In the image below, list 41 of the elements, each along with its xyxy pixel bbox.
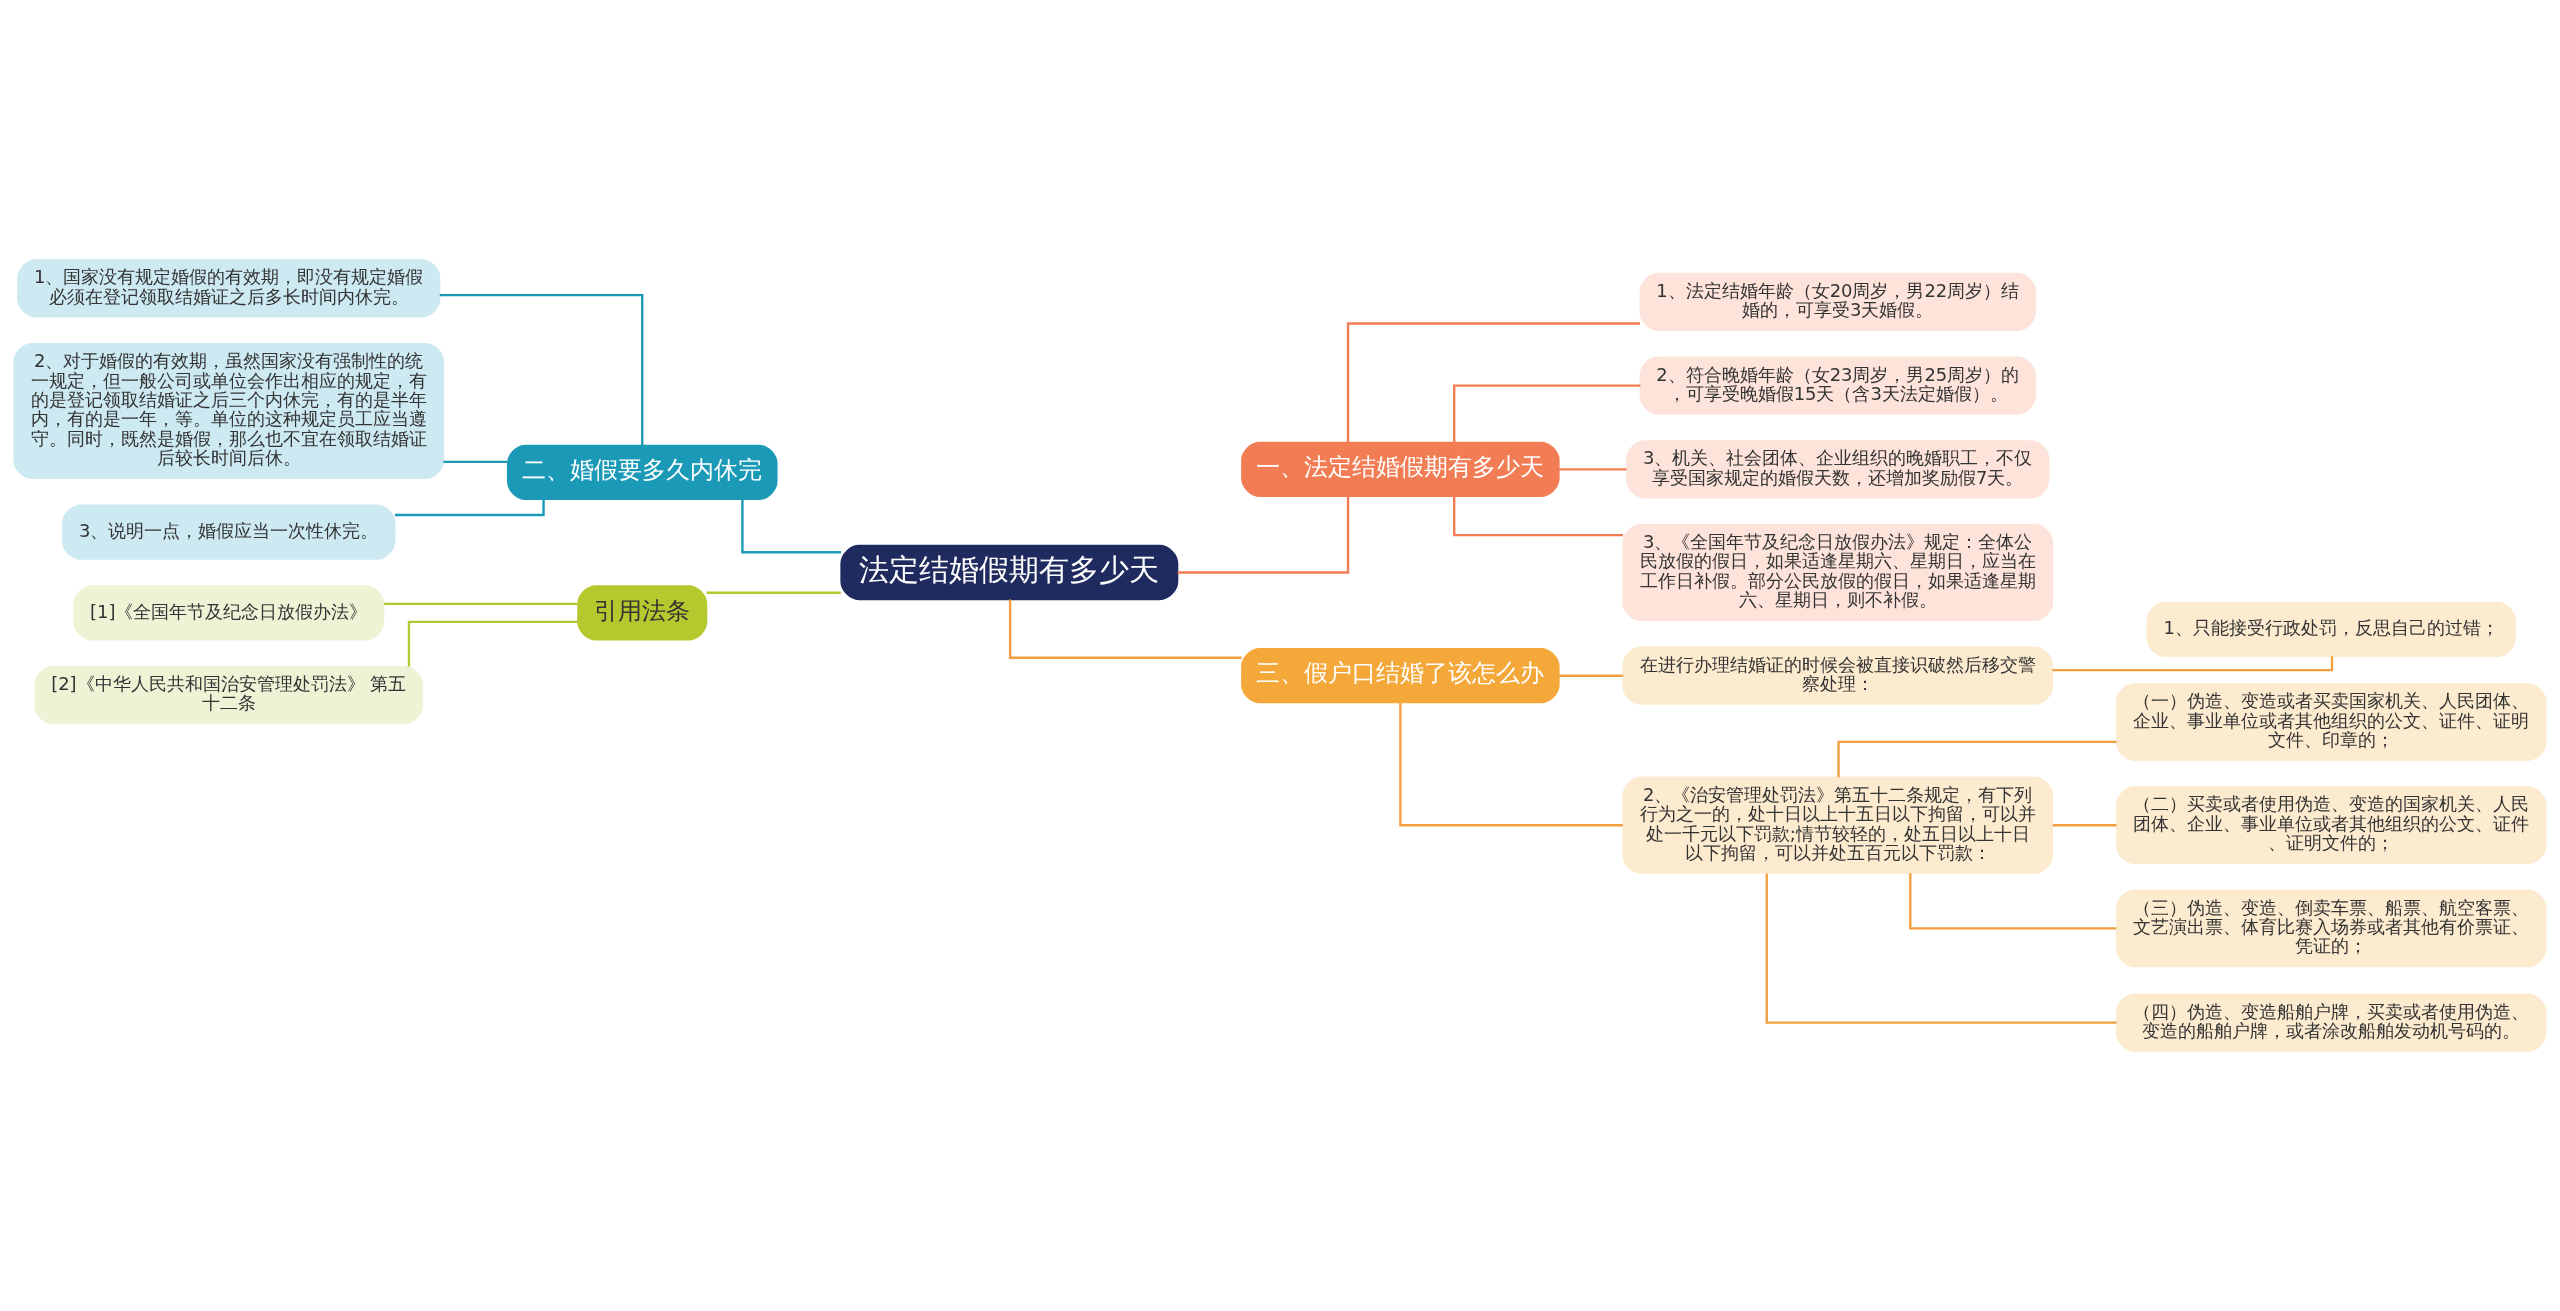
connector	[706, 591, 841, 594]
node-box: 引用法条	[577, 585, 708, 641]
connector	[1453, 384, 1641, 443]
connector	[1909, 873, 2117, 930]
node-box: 3、说明一点，婚假应当一次性休完。	[62, 504, 396, 560]
connector	[439, 293, 644, 445]
node-box: 在进行办理结婚证的时候会被直接识破然后移交警察处理：	[1622, 646, 2054, 705]
connector	[1837, 740, 2117, 778]
connector	[1558, 468, 1627, 471]
connector	[1765, 873, 2117, 1024]
connector	[1008, 599, 1242, 659]
node-box: （四）伪造、变造船舶户牌，买卖或者使用伪造、变造的船舶户牌，或者涂改船舶发动机号码的。	[2115, 993, 2547, 1052]
node-box: 2、《治安管理处罚法》第五十二条规定，有下列行为之一的，处十日以上十五日以下拘留，可以并处一千元以下罚款;情节较轻的，处五日以上十日以下拘留，可以并处五百元以下罚款：	[1622, 776, 2054, 874]
connector	[2052, 656, 2334, 672]
node-box: （三）伪造、变造、倒卖车票、船票、航空客票、文艺演出票、体育比赛入场券或者其他有价票证、凭证的；	[2115, 889, 2547, 968]
node-box: 3、《全国年节及纪念日放假办法》规定：全体公民放假的假日，如果适逢星期六、星期日，应当在工作日补假。部分公民放假的假日，如果适逢星期六、星期日，则不补假。	[1622, 523, 2054, 622]
connector	[741, 499, 842, 554]
node-box: 法定结婚假期有多少天	[840, 544, 1179, 601]
node-box: [1]《全国年节及纪念日放假办法》	[73, 585, 385, 641]
connector	[1177, 496, 1350, 574]
node-box: 1、只能接受行政处罚，反思自己的过错；	[2146, 601, 2516, 657]
node-box: 2、符合晚婚年龄（女23周岁，男25周岁）的，可享受晚婚假15天（含3天法定婚假）。	[1639, 356, 2036, 415]
node-box: （二）买卖或者使用伪造、变造的国家机关、人民团体、企业、事业单位或者其他组织的公文、证件、证明文件的；	[2115, 786, 2547, 865]
connector	[443, 460, 508, 464]
connector	[394, 499, 545, 517]
connector	[383, 602, 578, 606]
node-box: 二、婚假要多久内休完	[506, 444, 778, 500]
connector	[407, 620, 578, 667]
connector	[2052, 824, 2117, 827]
node-box: [2]《中华人民共和国治安管理处罚法》 第五十二条	[34, 665, 424, 725]
connector	[1453, 496, 1623, 537]
node-box: 三、假户口结婚了该怎么办	[1241, 648, 1560, 704]
node-box: 3、机关、社会团体、企业组织的晚婚职工，不仅享受国家规定的婚假天数，还增加奖励假7天。	[1626, 440, 2050, 499]
node-box: 1、国家没有规定婚假的有效期，即没有规定婚假必须在登记领取结婚证之后多长时间内休完。	[17, 259, 441, 318]
node-box: 1、法定结婚年龄（女20周岁，男22周岁）结婚的，可享受3天婚假。	[1639, 272, 2036, 331]
connector	[1399, 703, 1623, 827]
connector	[1346, 322, 1640, 442]
connector	[1558, 674, 1624, 677]
node-box: 2、对于婚假的有效期，虽然国家没有强制性的统一规定，但一般公司或单位会作出相应的规定，有的是登记领取结婚证之后三个内休完，有的是半年内，有的是一年，等。单位的这种规定员工应当遵守。同时，既然是婚假，那么也不宜在领取结婚证后较长时间后休。	[13, 342, 445, 480]
node-box: 一、法定结婚假期有多少天	[1241, 441, 1560, 497]
node-box: （一）伪造、变造或者买卖国家机关、人民团体、企业、事业单位或者其他组织的公文、证件、证明文件、印章的；	[2115, 683, 2547, 761]
